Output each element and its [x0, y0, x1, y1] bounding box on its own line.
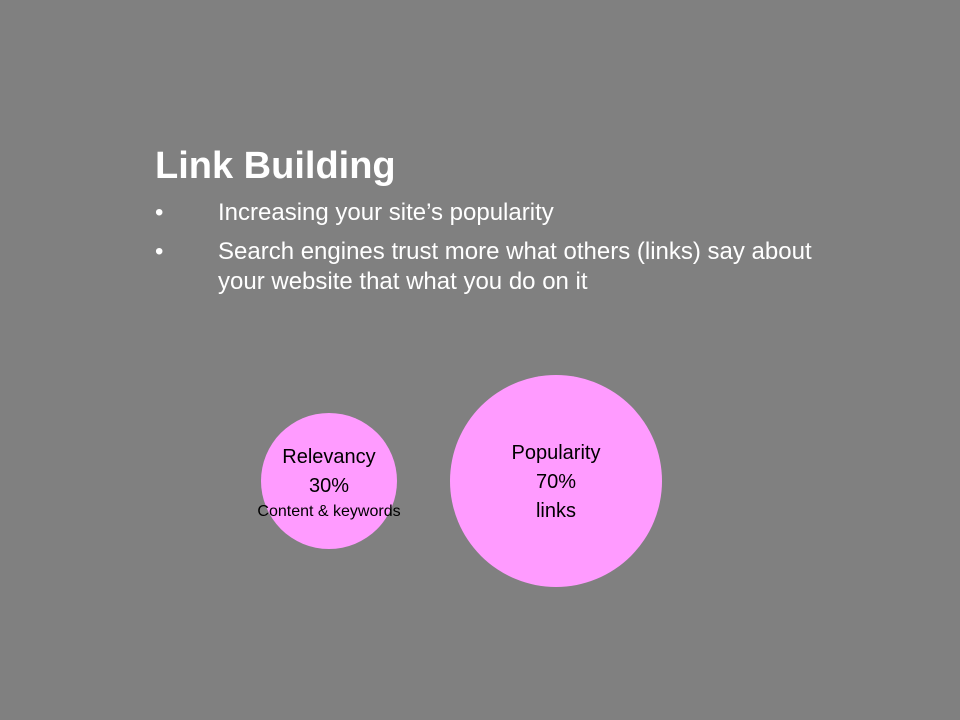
bullet-item: • Search engines trust more what others …: [155, 237, 835, 297]
popularity-label: Popularity: [511, 442, 601, 464]
popularity-percent: 70%: [535, 471, 577, 493]
popularity-circle-text: Popularity 70% links: [512, 439, 601, 526]
relevancy-label: Relevancy: [282, 446, 376, 468]
bullet-list: • Increasing your site’s popularity • Se…: [155, 198, 835, 306]
relevancy-circle: Relevancy 30% Content & keywords: [257, 413, 401, 549]
slide-title: Link Building: [155, 145, 396, 187]
relevancy-circle-text: Relevancy 30% Content & keywords: [257, 443, 400, 523]
bullet-text: Increasing your site’s popularity: [218, 199, 554, 226]
popularity-circle: Popularity 70% links: [450, 375, 662, 587]
popularity-detail: links: [535, 500, 576, 522]
relevancy-percent: 30%: [308, 475, 350, 497]
relevancy-detail: Content & keywords: [257, 503, 401, 520]
bullet-item: • Increasing your site’s popularity: [155, 198, 835, 228]
bullet-dot-icon: •: [155, 199, 164, 226]
bullet-text: Search engines trust more what others (l…: [218, 238, 812, 295]
bullet-dot-icon: •: [155, 238, 164, 265]
